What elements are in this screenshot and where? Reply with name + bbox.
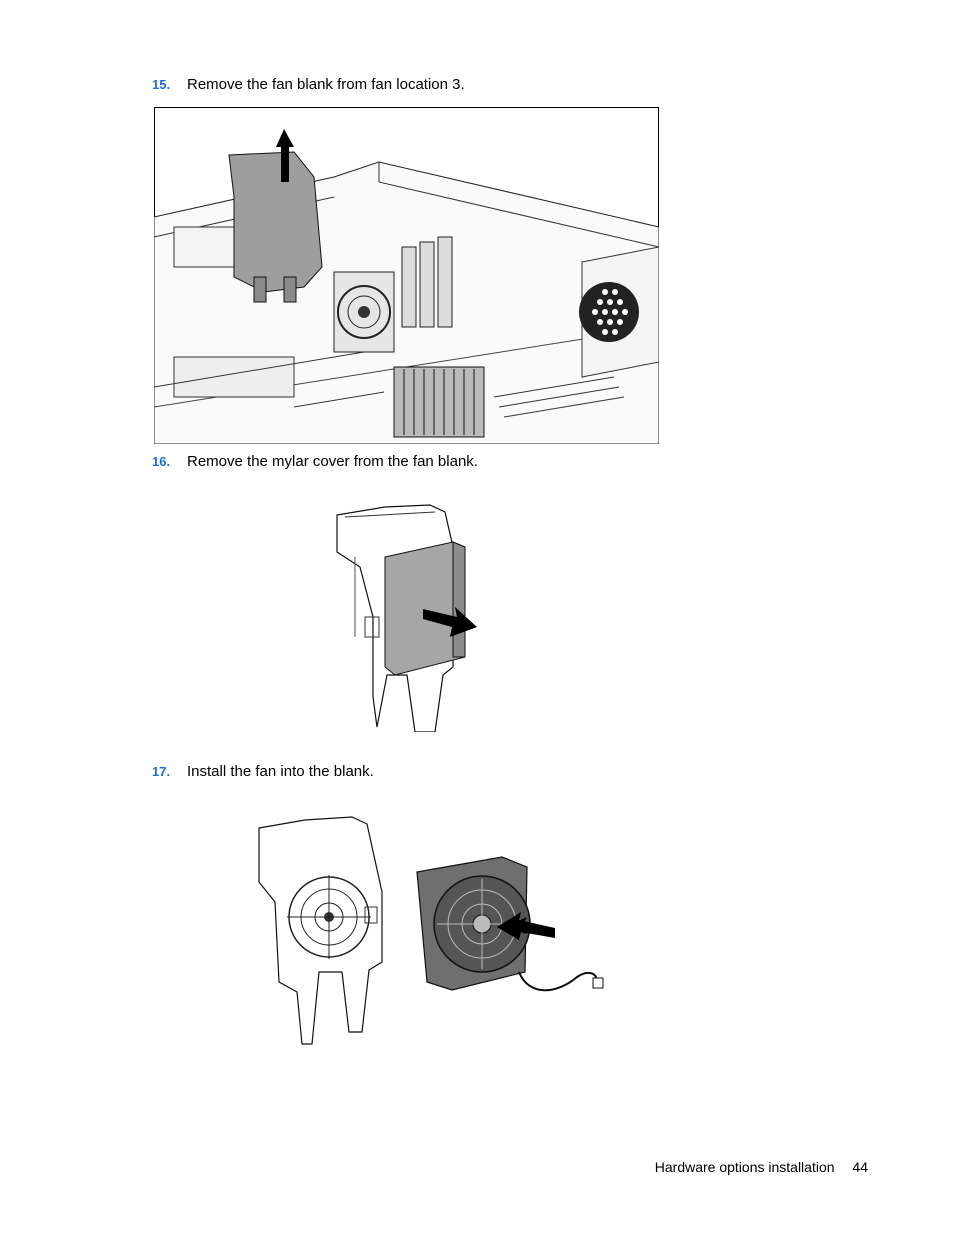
figure-remove-fan-blank [154, 107, 659, 444]
footer-section-title: Hardware options installation [654, 1159, 835, 1175]
page-footer: Hardware options installation 44 [655, 1158, 868, 1176]
step-16: 16. Remove the mylar cover from the fan … [152, 453, 478, 471]
step-17: 17. Install the fan into the blank. [152, 763, 374, 781]
step-number: 17. [152, 764, 171, 779]
step-15: 15. Remove the fan blank from fan locati… [152, 76, 465, 94]
figure-install-fan [257, 812, 612, 1052]
step-number: 16. [152, 454, 171, 469]
step-text: Install the fan into the blank. [187, 763, 374, 780]
step-text: Remove the mylar cover from the fan blan… [187, 453, 478, 470]
figure-remove-mylar-cover [335, 497, 480, 732]
page-number: 44 [852, 1159, 868, 1175]
step-number: 15. [152, 77, 171, 92]
step-text: Remove the fan blank from fan location 3… [187, 76, 465, 93]
